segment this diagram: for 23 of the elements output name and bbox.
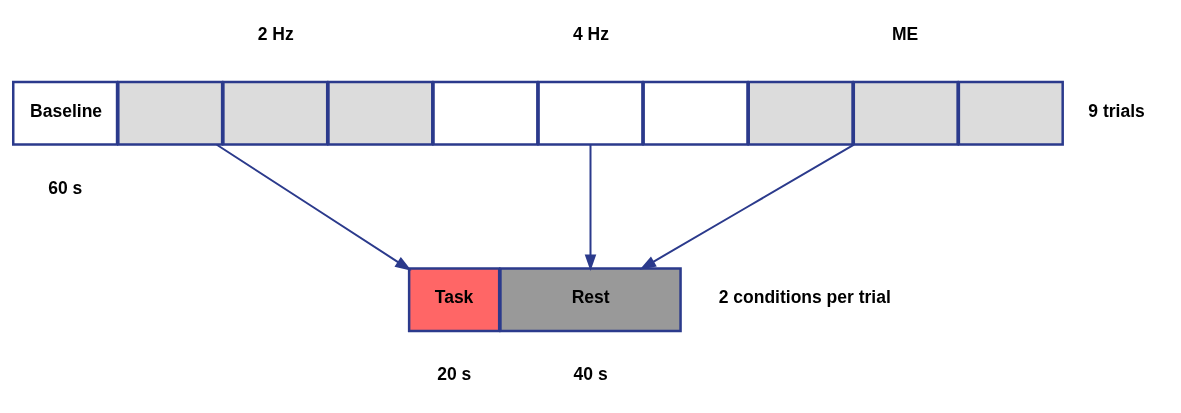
node-box: Baseline xyxy=(12,80,119,146)
node-label: 60 s xyxy=(48,177,83,198)
node-box xyxy=(852,80,959,146)
label: 2 Hz xyxy=(257,23,294,44)
node-box xyxy=(117,80,224,146)
arrow xyxy=(215,143,412,271)
node-label: 40 s xyxy=(573,363,608,384)
node-box xyxy=(327,80,434,146)
node-box xyxy=(642,80,749,146)
arrow xyxy=(584,143,597,272)
arrow xyxy=(639,143,855,270)
label: 4 Hz xyxy=(572,23,609,44)
node-box: Task xyxy=(407,267,501,333)
node-box xyxy=(957,80,1064,146)
node-box xyxy=(432,80,539,146)
node-box xyxy=(222,80,329,146)
label: 2 conditions per trial xyxy=(718,287,891,308)
label: 9 trials xyxy=(1088,100,1145,121)
node-box xyxy=(537,80,644,146)
label: ME xyxy=(891,23,919,44)
node-box: Rest xyxy=(499,267,682,333)
node-box xyxy=(747,80,854,146)
node-label: 20 s xyxy=(437,363,472,384)
